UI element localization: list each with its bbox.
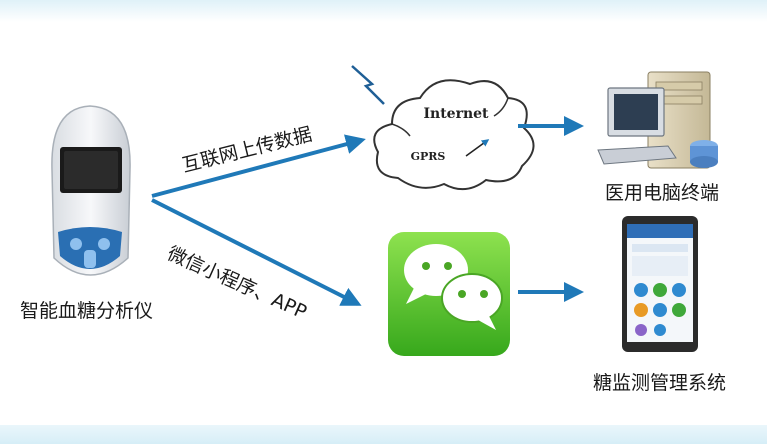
arrow-to-wechat: [151, 198, 362, 306]
computer-icon: [597, 71, 718, 169]
management-system-label: 糖监测管理系统: [593, 372, 727, 394]
phone-app-tiles: [634, 283, 686, 336]
cloud-internet-label: Internet: [423, 106, 489, 122]
bottom-band: [0, 425, 767, 444]
device-label: 智能血糖分析仪: [20, 300, 154, 322]
cloud-icon: [373, 79, 535, 191]
glucose-meter-device: [51, 105, 131, 276]
wechat-icon: [388, 232, 510, 356]
top-band: [0, 0, 767, 22]
cloud-gprs-label: GPRS: [411, 150, 446, 163]
phone-icon: [622, 216, 698, 352]
pc-terminal-label: 医用电脑终端: [605, 182, 720, 204]
arrow-to-internet: [151, 134, 366, 198]
wireless-signal-icon: [351, 65, 385, 105]
wechat-app-label: 微信小程序、APP: [164, 242, 310, 323]
device-buttons: [58, 227, 122, 269]
